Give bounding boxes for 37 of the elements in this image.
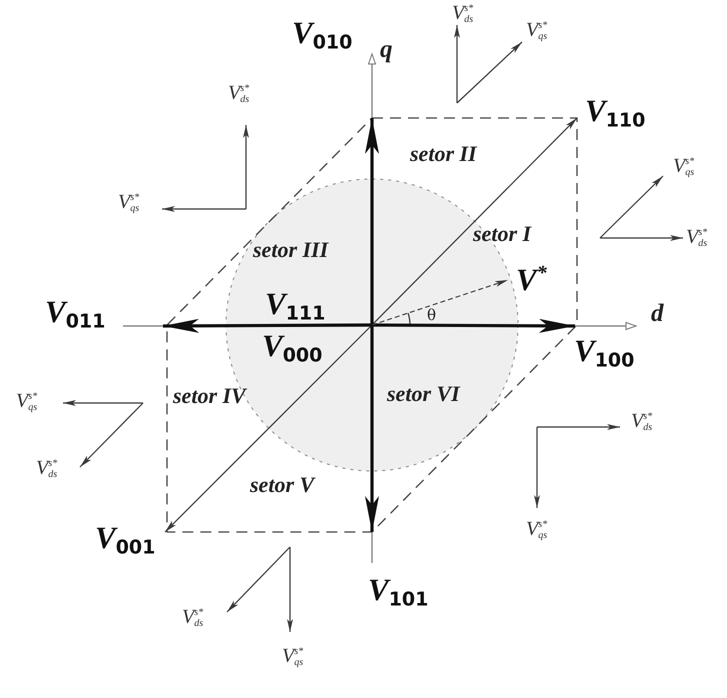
sector-label: setor II [410,141,477,166]
vector-arrow [163,318,372,333]
axis-label: q [380,36,392,64]
vector-arrow [456,42,522,104]
vector-arrow [454,25,460,103]
vector-arrow [162,206,246,212]
angle-label: θ [427,307,436,324]
vector-arrow [365,118,379,325]
axis-label: d [651,300,664,328]
vector-label: V$_{100}$ [574,333,634,374]
sector-label: setor IV [173,383,246,408]
vector-arrow [534,427,540,508]
vector-label: V$^{*}$ [516,262,547,298]
vector-label: V$_{001}$ [95,520,156,561]
vector-label: V$_{111}$ [265,286,326,327]
vector-arrow [226,546,290,612]
vector-arrow [243,125,249,209]
vector-arrow [372,118,578,326]
vector-arrow [600,235,683,241]
vector-arrow [537,424,620,430]
dashed-vector-arrow [372,279,508,326]
vector-label: V$_{101}$ [368,572,428,613]
sector-label: setor I [473,221,532,246]
vector-label: V$_{010}$ [292,15,352,56]
vector-arrow [80,402,144,468]
vector-label: V$_{011}$ [45,294,106,335]
vector-arrow [63,400,143,406]
vector-arrow [287,547,293,632]
vector-arrow [372,318,575,333]
vector-label: V$_{110}$ [585,93,646,134]
vector-arrow [600,176,664,238]
sector-label: setor III [253,237,328,262]
vector-label: V$_{000}$ [262,328,322,369]
vector-arrow [365,325,379,532]
sector-label: setor VI [387,381,460,406]
vector-arrow [164,324,372,532]
sector-label: setor V [250,472,314,498]
